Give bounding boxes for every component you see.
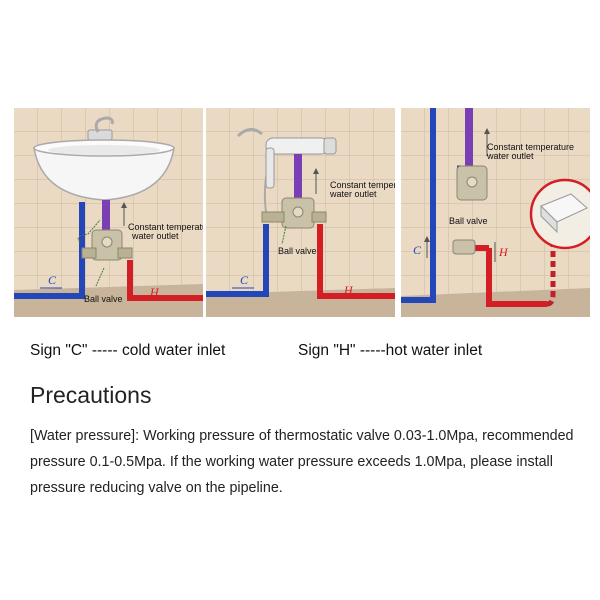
heater-install-diagram: Constant temperature water outlet Ball v… — [401, 108, 590, 317]
cold-pipe-label: C — [240, 273, 249, 287]
precautions-title: Precautions — [30, 382, 151, 409]
basin-install-diagram: Constant temperature water outlet Ball v… — [14, 108, 203, 317]
ball-valve-label: Ball valve — [449, 216, 488, 226]
legend-hot-inlet: Sign "H" -----hot water inlet — [298, 342, 482, 360]
shower-install-diagram: Constant temperature water outlet Ball v… — [206, 108, 395, 317]
outlet-label-line2: water outlet — [486, 151, 534, 161]
cold-pipe-label: C — [48, 273, 57, 287]
hot-pipe-label: H — [149, 285, 160, 299]
diagram-panel-water-heater: Constant temperature water outlet Ball v… — [401, 108, 590, 317]
diagram-panel-shower: Constant temperature water outlet Ball v… — [206, 108, 395, 317]
cold-pipe-label: C — [413, 243, 422, 257]
legend-cold-inlet: Sign "C" ----- cold water inlet — [30, 342, 225, 360]
diagram-panel-basin: Constant temperature water outlet Ball v… — [14, 108, 203, 317]
ball-valve-label: Ball valve — [84, 294, 123, 304]
outlet-label-line2: water outlet — [131, 231, 179, 241]
water-heater-callout — [531, 180, 590, 248]
outlet-label-line2: water outlet — [329, 189, 377, 199]
ball-valve-label: Ball valve — [278, 246, 317, 256]
hot-pipe-label: H — [343, 283, 354, 297]
hot-pipe-label: H — [498, 245, 509, 259]
precautions-text: [Water pressure]: Working pressure of th… — [30, 423, 575, 501]
